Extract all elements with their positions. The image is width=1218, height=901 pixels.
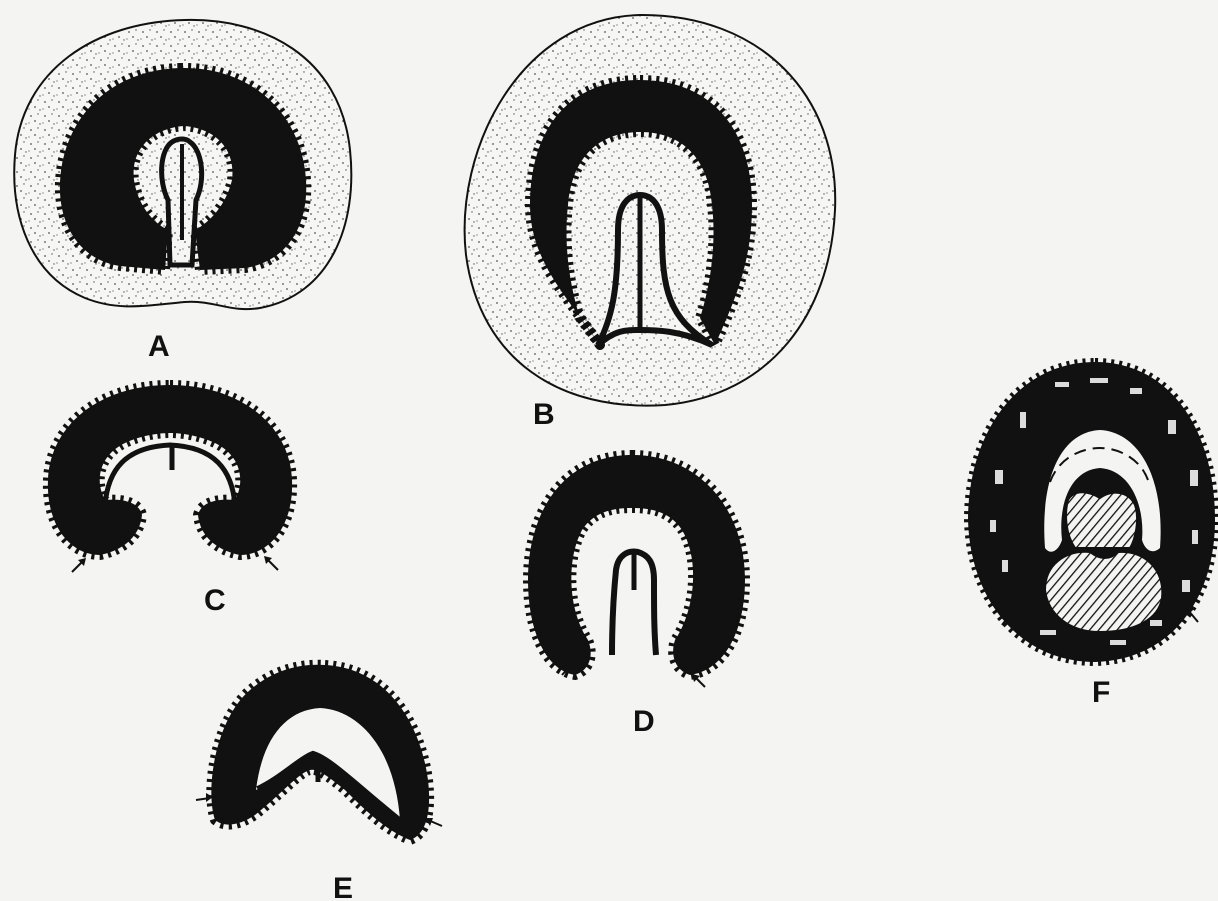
panel-b-outer-layer [465, 15, 836, 406]
panel-b-drawing [465, 15, 836, 406]
panel-d-arrow-right [692, 674, 705, 687]
panel-c-arrow-right [264, 556, 278, 570]
panel-c-drawing [48, 385, 292, 555]
panel-b-label: B [533, 398, 555, 431]
panel-d-drawing [528, 455, 745, 675]
panel-e-drawing [211, 665, 429, 840]
panel-f-lower-hatched-mass [1045, 552, 1162, 632]
panel-e-arrow-right [425, 818, 442, 826]
panel-a-drawing [14, 20, 351, 309]
panel-c-label: C [204, 584, 226, 617]
panel-e-label: E [333, 872, 353, 901]
panel-c-arrow-left [72, 558, 86, 572]
panel-f-label: F [1092, 676, 1110, 709]
panel-f-drawing [968, 362, 1215, 662]
panel-d-label: D [633, 705, 655, 738]
panel-e-arrow-left [196, 793, 213, 802]
panel-f-upper-hatched-mass [1066, 492, 1137, 548]
panel-a-label: A [148, 330, 170, 363]
